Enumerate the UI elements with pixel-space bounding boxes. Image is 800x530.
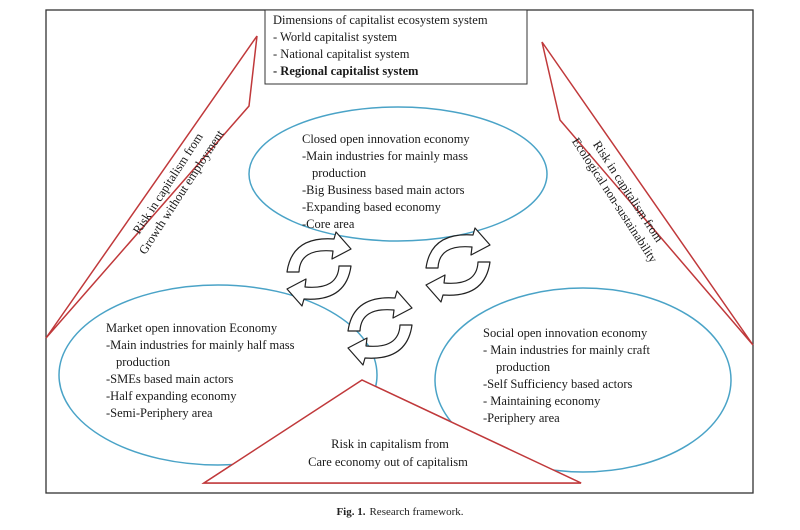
right-ellipse-line-5: - Maintaining economy	[483, 394, 601, 408]
top-ellipse-line-6: -Core area	[302, 217, 355, 231]
right-triangle-label: Risk in capitalism from Ecological non-s…	[569, 135, 666, 266]
left-risk-triangle	[45, 35, 258, 339]
left-ellipse-line-2: -Main industries for mainly half mass	[106, 338, 295, 352]
right-risk-triangle	[541, 41, 754, 346]
bottom-triangle-line-2: Care economy out of capitalism	[308, 455, 468, 469]
left-ellipse	[58, 284, 378, 466]
right-ellipse-line-1: Social open innovation economy	[483, 326, 648, 340]
header-item-world: - World capitalist system	[273, 30, 397, 44]
right-ellipse-line-4: -Self Sufficiency based actors	[483, 377, 633, 391]
header-title: Dimensions of capitalist ecosystem syste…	[273, 13, 488, 27]
caption-text: Research framework.	[369, 506, 464, 518]
cycle-arrow-icon-left	[286, 231, 352, 307]
top-ellipse	[248, 106, 548, 242]
caption-label: Fig. 1.	[336, 506, 366, 518]
bottom-risk-triangle-overlay	[201, 379, 582, 484]
bottom-triangle-line-1: Risk in capitalism from	[331, 437, 449, 451]
left-ellipse-line-4: -SMEs based main actors	[106, 372, 234, 386]
left-ellipse-line-5: -Half expanding economy	[106, 389, 237, 403]
right-ellipse-line-3: production	[496, 360, 551, 374]
top-ellipse-line-1: Closed open innovation economy	[302, 132, 470, 146]
top-ellipse-line-5: -Expanding based economy	[302, 200, 442, 214]
header-item-regional: - Regional capitalist system	[273, 64, 419, 78]
left-ellipse-line-3: production	[116, 355, 171, 369]
right-ellipse	[434, 287, 732, 473]
left-ellipse-line-6: -Semi-Periphery area	[106, 406, 213, 420]
cycle-arrow-icon-right	[425, 227, 491, 303]
header-item-national: - National capitalist system	[273, 47, 410, 61]
header-box	[264, 9, 528, 85]
left-ellipse-line-1: Market open innovation Economy	[106, 321, 278, 335]
cycle-arrow-icon-bottom	[347, 290, 413, 366]
right-ellipse-line-2: - Main industries for mainly craft	[483, 343, 650, 357]
top-ellipse-line-3: production	[312, 166, 367, 180]
figure-caption: Fig. 1.Research framework.	[0, 506, 800, 518]
top-ellipse-line-2: -Main industries for mainly mass	[302, 149, 468, 163]
top-ellipse-line-4: -Big Business based main actors	[302, 183, 465, 197]
right-ellipse-line-6: -Periphery area	[483, 411, 560, 425]
